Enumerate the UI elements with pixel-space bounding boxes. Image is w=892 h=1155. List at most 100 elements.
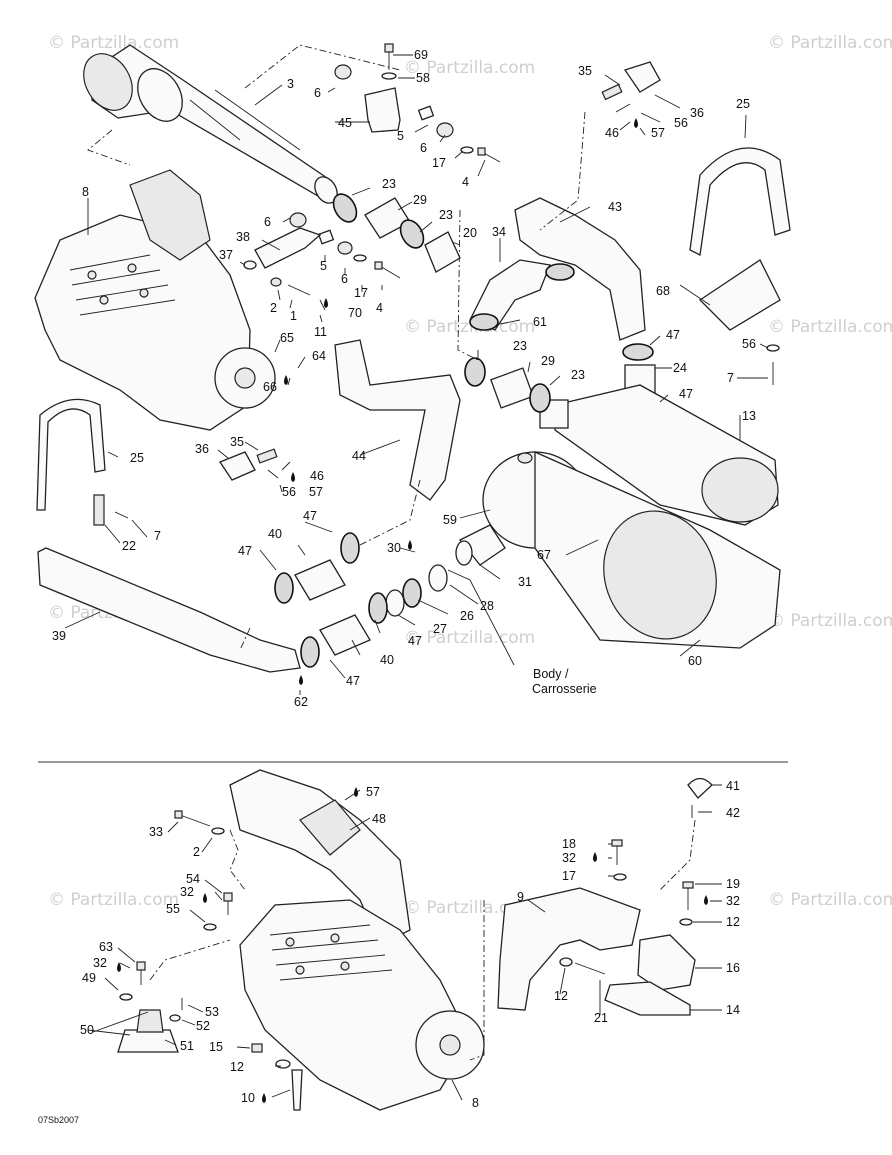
bracket-45 [364,87,401,133]
callout-label: 23 [382,177,396,191]
drop-icon [299,675,303,685]
watermark: © Partzilla.com [48,890,179,910]
callout-label: 10 [241,1091,255,1105]
watermark: © Partzilla.com [48,33,179,53]
screw-head-54 [223,892,233,902]
callout-label: 39 [52,629,66,643]
callout-label: 12 [726,915,740,929]
callout-label: 12 [230,1060,244,1074]
routing-line [244,44,401,89]
pipe-43 [514,197,646,341]
engine-block-top [34,169,276,431]
cylinder-fins [69,254,176,316]
callout-label: 36 [195,442,209,456]
washer-2 [211,827,225,835]
callout-label: 6 [420,141,427,155]
routing-line [539,111,586,231]
bottom-assembly: 57 48 33 2 54 32 55 63 32 49 53 52 50 51… [38,769,740,1125]
washer [353,254,367,262]
routing-line [359,479,421,546]
sleeve-20 [424,231,461,273]
callout-label: 56 [742,337,756,351]
callout-label: 68 [656,284,670,298]
watermark: © Partzilla.com [768,890,892,910]
callout-label: 18 [562,837,576,851]
callout-label: 2 [193,845,200,859]
ground-tab-10 [291,1069,303,1111]
callout-label: 51 [180,1039,194,1053]
watermark: © Partzilla.com [404,628,535,648]
callout-label: 29 [541,354,555,368]
callout-label: 21 [594,1011,608,1025]
washer-55 [203,923,217,931]
clamp-47 [340,532,360,564]
callout-label: 57 [309,485,323,499]
washer-12 [275,1059,291,1069]
nut-2 [270,277,282,287]
callout-label: 26 [460,609,474,623]
watermark: © Partzilla.com [404,898,535,918]
callout-label: 19 [726,877,740,891]
pipe-34 [469,259,551,331]
washer-49 [119,993,133,1001]
clamp-47 [622,343,654,361]
clamp-61 [469,313,499,331]
callout-label: 23 [513,339,527,353]
washer-12 [559,957,573,967]
clamp-47 [274,572,294,604]
drawing-code: 07Sb2007 [38,1115,79,1125]
callout-label: 24 [673,361,687,375]
callout-label: 64 [312,349,326,363]
callout-label: 13 [742,409,756,423]
fitting-31-end [455,540,473,566]
callout-label: 49 [82,971,96,985]
callout-label: 70 [348,306,362,320]
drop-icon [203,893,207,903]
callout-label: 55 [166,902,180,916]
callout-label: 34 [492,225,506,239]
clamp-23 [332,193,358,223]
drop-icon [354,787,358,797]
grommet [289,212,307,228]
callout-label: 57 [651,126,665,140]
callout-label: 6 [341,272,348,286]
ring-26 [402,578,422,608]
stud-1 [287,284,311,296]
heat-guard-9 [497,887,641,1011]
callout-label: 20 [463,226,477,240]
callout-label: 42 [726,806,740,820]
callout-label: 3 [287,77,294,91]
callout-label: 7 [154,529,161,543]
callout-label: 47 [238,544,252,558]
callout-label: 33 [149,825,163,839]
grommet [337,241,353,255]
callout-label: 63 [99,940,113,954]
spacer [417,105,435,121]
drop-icon [634,118,638,128]
gasket-48 [299,799,361,856]
callout-label: 4 [462,175,469,189]
callout-label: 56 [674,116,688,130]
spacer [317,229,335,245]
callout-label: 32 [726,894,740,908]
strap-25 [36,398,106,511]
callouts-bottom: 57 48 33 2 54 32 55 63 32 49 53 52 50 51… [80,779,740,1110]
sleeve-40 [294,559,346,601]
grommet [436,122,454,138]
engine-mount-16 [637,934,696,991]
bolt-head [374,261,383,270]
clamp-47 [368,592,388,624]
sensor-assembly-mid [219,448,278,481]
watermark: © Partzilla.com [404,317,535,337]
callout-label: 2 [270,301,277,315]
callout-label: 45 [338,116,352,130]
callout-label: 17 [432,156,446,170]
washer-12 [679,918,693,926]
strap-25 [689,147,791,256]
callout-label: 50 [80,1023,94,1037]
fitting-31 [458,524,506,566]
washer-56 [766,344,780,352]
routing-line [469,900,485,1061]
mount-base-50 [117,1029,179,1053]
bolt-head [477,147,486,156]
